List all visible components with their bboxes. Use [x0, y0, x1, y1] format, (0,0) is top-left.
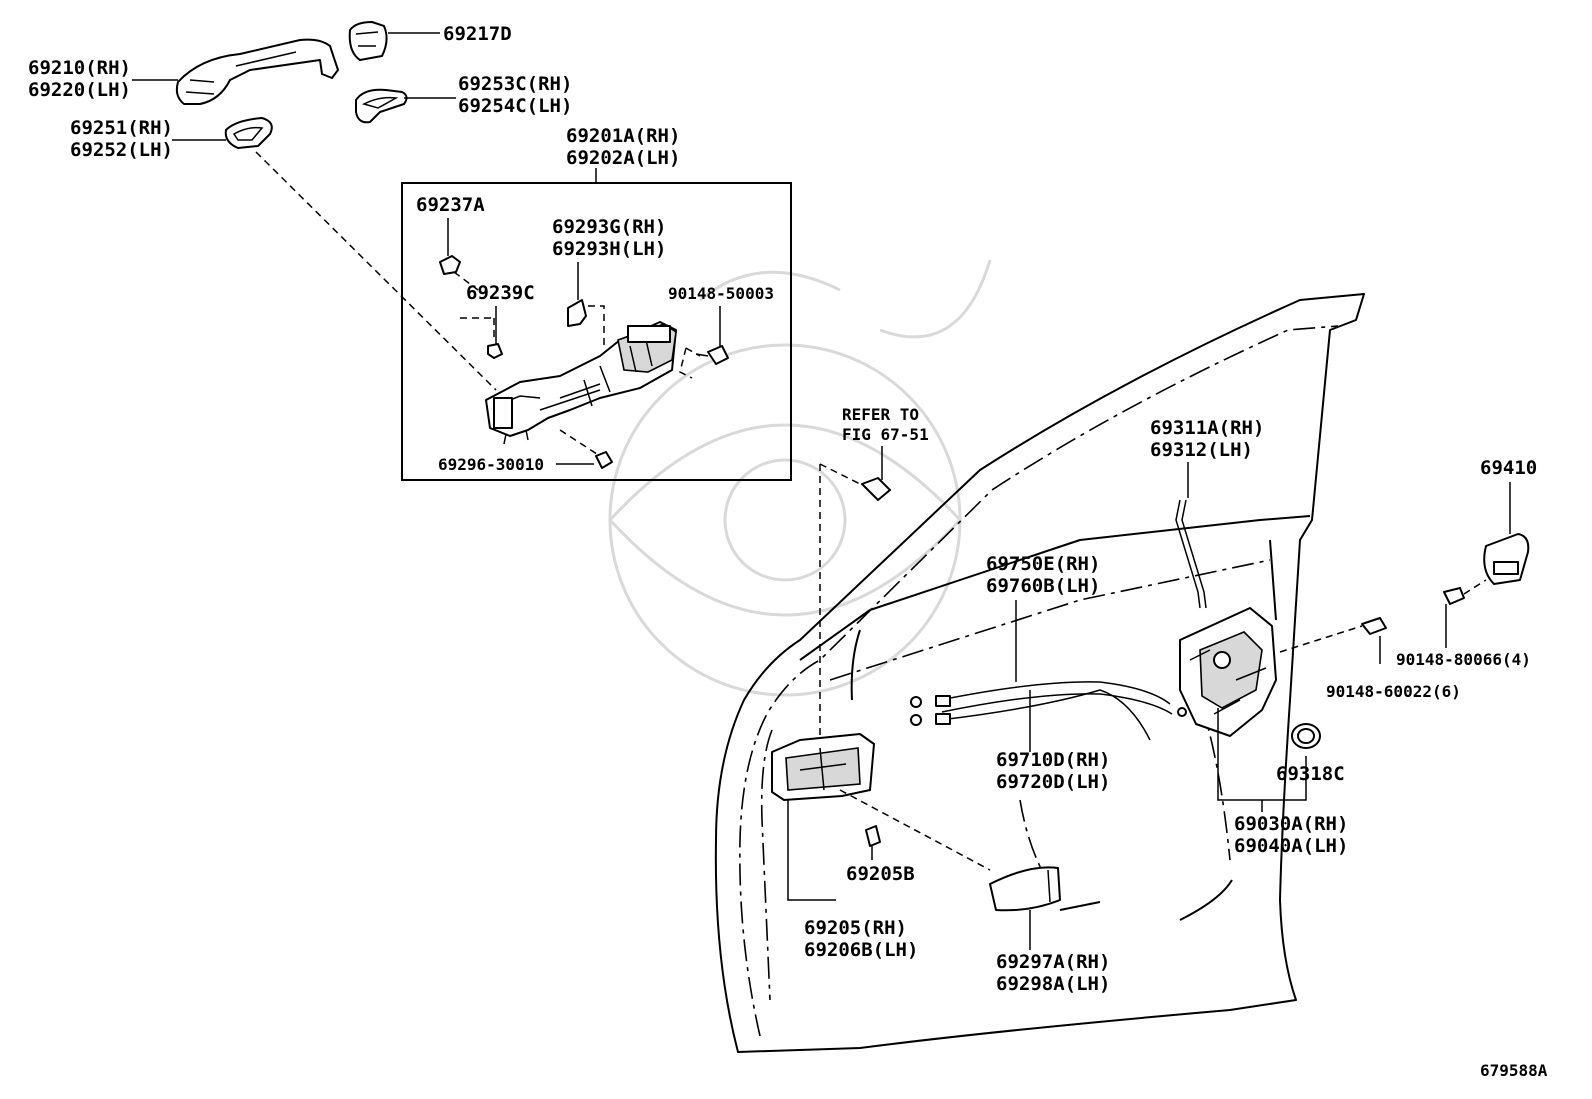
label-69201a: 69201A(RH)69202A(LH) [566, 125, 680, 169]
screw-90148-80066 [1443, 579, 1487, 648]
figure-code: 679588A [1480, 1061, 1548, 1080]
label-69750e: 69750E(RH)69760B(LH) [986, 553, 1100, 597]
label-69311a: 69311A(RH)69312(LH) [1150, 417, 1264, 461]
rod-69311a [1175, 499, 1207, 609]
label-69318c: 69318C [1276, 763, 1345, 785]
label-90148-60022: 90148-60022(6) [1326, 682, 1461, 701]
striker-69410 [1483, 533, 1530, 585]
label-69239c: 69239C [466, 282, 535, 304]
label-69297a: 69297A(RH)69298A(LH) [996, 951, 1110, 995]
label-69237a: 69237A [416, 194, 485, 216]
label-69253c: 69253C(RH)69254C(LH) [458, 73, 572, 117]
label-69293g: 69293G(RH)69293H(LH) [552, 216, 666, 260]
washer-69318c [1291, 723, 1321, 749]
door-lock-69030a [1179, 607, 1277, 737]
door-outline [714, 293, 1365, 1053]
label-69205: 69205(RH)69206B(LH) [804, 917, 918, 961]
clip-69237a [439, 255, 461, 275]
label-90148-80066: 90148-80066(4) [1396, 650, 1531, 669]
inside-handle-69205 [771, 733, 875, 801]
label-69296: 69296-30010 [438, 455, 544, 474]
handle-pad-69217d [348, 21, 388, 61]
label-69030a: 69030A(RH)69040A(LH) [1234, 813, 1348, 857]
watermark-emblem [607, 259, 992, 697]
label-69217d: 69217D [443, 23, 512, 45]
bolt-90148-50003 [695, 345, 729, 365]
label-69410: 69410 [1480, 457, 1537, 479]
clip-69239c [487, 343, 503, 359]
gasket-69253c [355, 88, 408, 124]
bracket-69293g [567, 299, 587, 327]
label-69210: 69210(RH)69220(LH) [28, 57, 131, 101]
label-69710d: 69710D(RH)69720D(LH) [996, 749, 1110, 793]
label-90148-50003: 90148-50003 [668, 284, 774, 303]
pin-69205b [865, 825, 881, 847]
cables [910, 681, 1187, 741]
screw-refer [861, 477, 891, 501]
label-69251: 69251(RH)69252(LH) [70, 117, 173, 161]
screw-69296 [595, 451, 613, 469]
screw-90148-60022 [1279, 617, 1387, 664]
bezel-69297a [989, 866, 1061, 912]
handle-frame-assembly [485, 321, 677, 445]
outside-handle-cover [175, 38, 339, 105]
label-69205b: 69205B [846, 863, 915, 885]
gasket-69251 [224, 117, 273, 149]
